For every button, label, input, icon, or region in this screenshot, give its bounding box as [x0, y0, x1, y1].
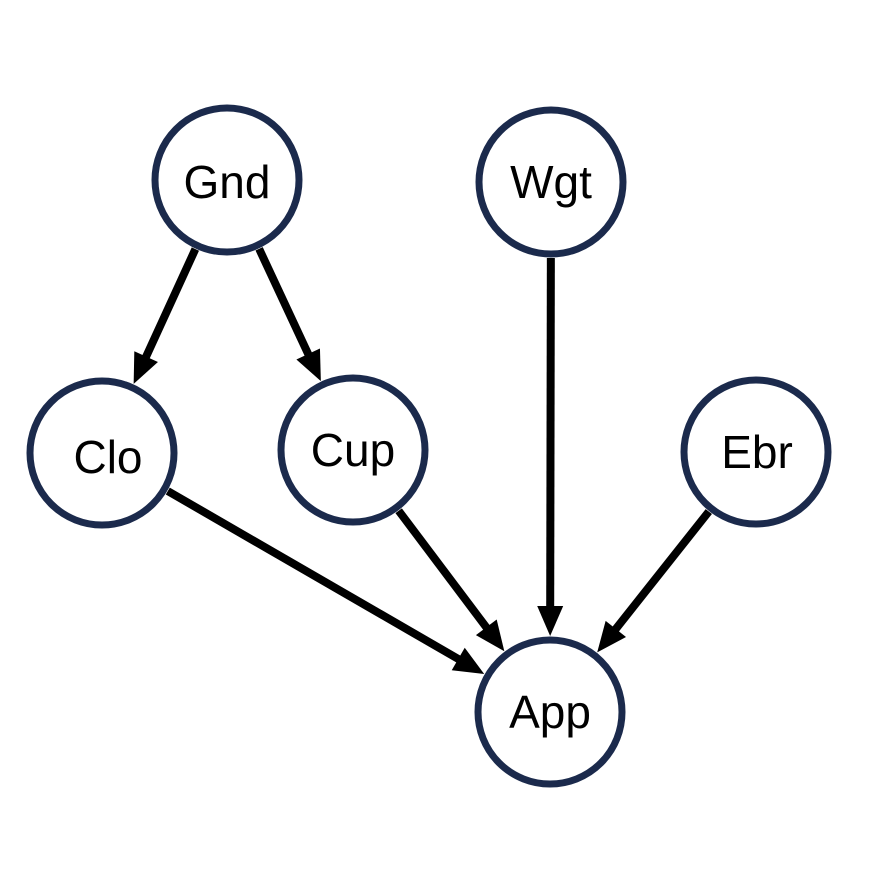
node-wgt-label: Wgt [510, 156, 592, 208]
node-cup: Cup [277, 374, 429, 526]
edge-cup-to-app-line [395, 508, 491, 632]
node-clo-label: Clo [73, 431, 142, 483]
node-wgt: Wgt [475, 106, 627, 258]
edge-gnd-to-cup-arrowhead [296, 348, 321, 382]
edge-wgt-to-app-arrowhead [537, 605, 564, 637]
edge-gnd-to-clo-arrowhead [133, 351, 158, 384]
edge-gnd-to-cup [255, 247, 321, 382]
edge-cup-to-app-arrowhead [475, 619, 505, 652]
node-gnd-circle [151, 104, 303, 256]
edge-wgt-to-app [537, 257, 564, 637]
node-app-circle [474, 636, 626, 788]
node-cup-circle [277, 374, 429, 526]
edge-ebr-to-app-line [611, 509, 712, 633]
node-app: App [474, 636, 626, 788]
edge-clo-to-app-arrowhead [451, 647, 485, 674]
node-cup-label: Cup [311, 424, 395, 476]
node-ebr: Ebr [680, 376, 832, 528]
edge-clo-to-app [165, 487, 485, 674]
edge-ebr-to-app-arrowhead [597, 620, 627, 653]
edge-gnd-to-cup-line [255, 247, 313, 358]
node-ebr-label: Ebr [721, 426, 793, 478]
node-wgt-circle [475, 106, 627, 258]
node-clo: Clo [26, 377, 178, 529]
node-gnd-label: Gnd [184, 156, 271, 208]
edge-gnd-to-clo-line [141, 247, 199, 361]
node-clo-circle [26, 377, 178, 529]
edges [133, 247, 712, 674]
node-ebr-circle [680, 376, 832, 528]
node-gnd: Gnd [151, 104, 303, 256]
edge-gnd-to-clo [133, 247, 199, 384]
node-app-label: App [509, 686, 591, 738]
edge-cup-to-app [395, 508, 505, 652]
edge-wgt-to-app-line [546, 257, 555, 609]
edge-ebr-to-app [597, 509, 712, 653]
edge-clo-to-app-line [165, 487, 462, 664]
